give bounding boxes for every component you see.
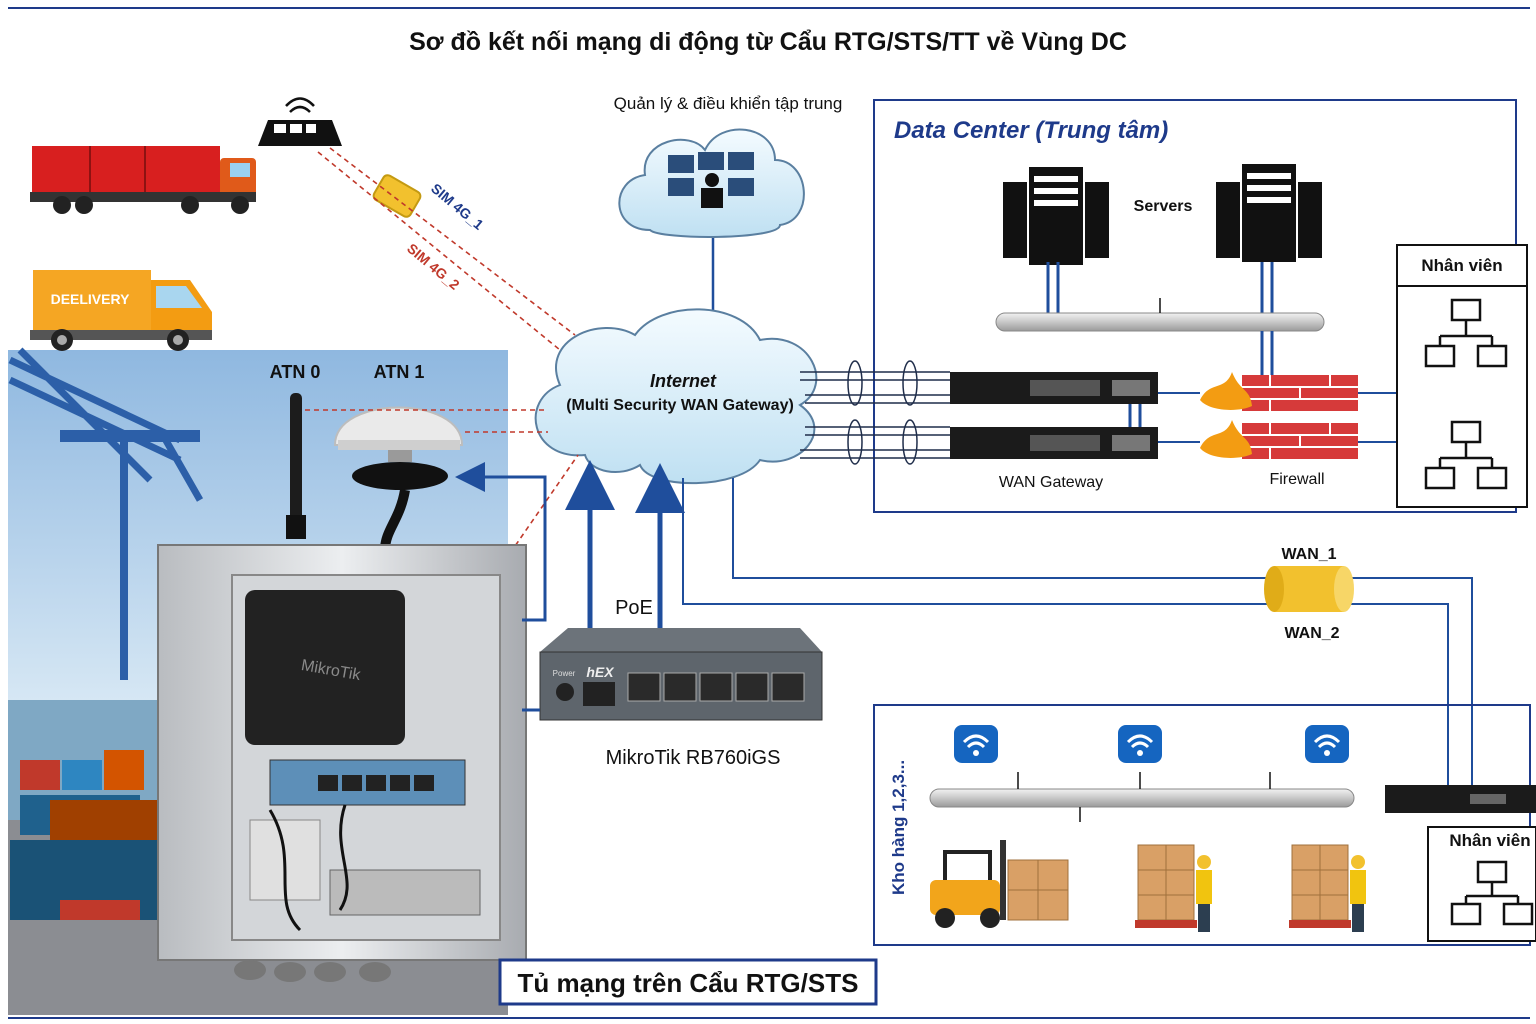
wan2-link — [682, 478, 1274, 605]
cargo-boxes-icon — [1135, 844, 1212, 932]
router-hex-text: hEX — [586, 664, 615, 680]
network-cabinet: MikroTik — [157, 544, 527, 982]
dc-staff-box — [1396, 244, 1528, 508]
wan-tunnel-icon — [1264, 566, 1354, 612]
warehouse-bus — [929, 788, 1355, 808]
antenna-atn0 — [286, 393, 306, 539]
forklift-icon — [930, 840, 1069, 928]
warehouse-staff-label: Nhân viên — [1449, 831, 1530, 850]
wifi-icon — [954, 725, 998, 763]
wifi-icon — [1118, 725, 1162, 763]
warehouse-staff-box — [1427, 826, 1536, 942]
wan-gateway-device — [950, 427, 1158, 459]
wan1-link — [732, 478, 1274, 579]
sim1-label: SIM 4G_1 — [428, 180, 487, 233]
mikrotik-router: Power hEX — [539, 628, 823, 721]
sim2-label: SIM 4G_2 — [404, 240, 463, 293]
warehouse-switch — [1385, 785, 1536, 813]
sim2-link — [317, 151, 561, 351]
wan-gateway-label: WAN Gateway — [999, 474, 1103, 491]
dc-staff-label: Nhân viên — [1421, 256, 1502, 275]
warehouse-frame — [873, 704, 1531, 946]
firewall-icon — [1200, 420, 1358, 459]
warehouse-label: Kho hàng 1,2,3... — [889, 760, 908, 895]
cabinet-to-antenna-arrow — [455, 462, 547, 622]
servers-label: Servers — [1134, 198, 1193, 215]
sim-card-icon — [372, 174, 422, 218]
server-icon — [1003, 165, 1109, 267]
poe-label: PoE — [615, 597, 653, 619]
atn1-label: ATN 1 — [374, 362, 425, 382]
network-icon — [1450, 860, 1534, 926]
datacenter-title: Data Center (Trung tâm) — [894, 117, 1168, 144]
network-icon — [1424, 298, 1508, 368]
firewall-label: Firewall — [1269, 471, 1324, 488]
server-bus — [995, 312, 1325, 332]
central-mgmt-label: Quản lý & điều khiển tập trung — [614, 94, 843, 113]
router-power-text: Power — [553, 669, 576, 678]
cabinet-link — [494, 454, 579, 576]
wifi-icon — [1305, 725, 1349, 763]
cargo-boxes-icon — [1289, 844, 1366, 932]
server-icon — [1216, 162, 1322, 264]
internet-cloud: Internet (Multi Security WAN Gateway) — [534, 308, 818, 485]
sim1-link — [329, 147, 576, 336]
internet-label: Internet — [650, 371, 717, 391]
router-name: MikroTik RB760iGS — [606, 747, 781, 769]
signal-icon — [285, 97, 315, 113]
management-cloud — [618, 128, 805, 238]
delivery-van: DEELIVERY — [30, 270, 212, 351]
diagram-title: Sơ đồ kết nối mạng di động từ Cẩu RTG/ST… — [409, 28, 1127, 56]
atn0-label: ATN 0 — [270, 362, 321, 382]
firewall-icon — [1200, 372, 1358, 411]
wan2-label: WAN_2 — [1284, 625, 1339, 642]
delivery-text: DEELIVERY — [51, 291, 130, 307]
internet-sublabel: (Multi Security WAN Gateway) — [566, 397, 794, 414]
wan-gateway-device — [950, 372, 1158, 404]
antenna-atn1 — [333, 406, 464, 551]
internet-gateway-links — [800, 360, 950, 465]
wan1-label: WAN_1 — [1281, 546, 1336, 563]
cabinet-label: Tủ mạng trên Cẩu RTG/STS — [518, 968, 859, 998]
network-icon — [1424, 420, 1508, 490]
cabinet-label-box — [498, 958, 878, 1006]
container-truck — [30, 146, 256, 214]
gps-tracker — [258, 97, 342, 146]
